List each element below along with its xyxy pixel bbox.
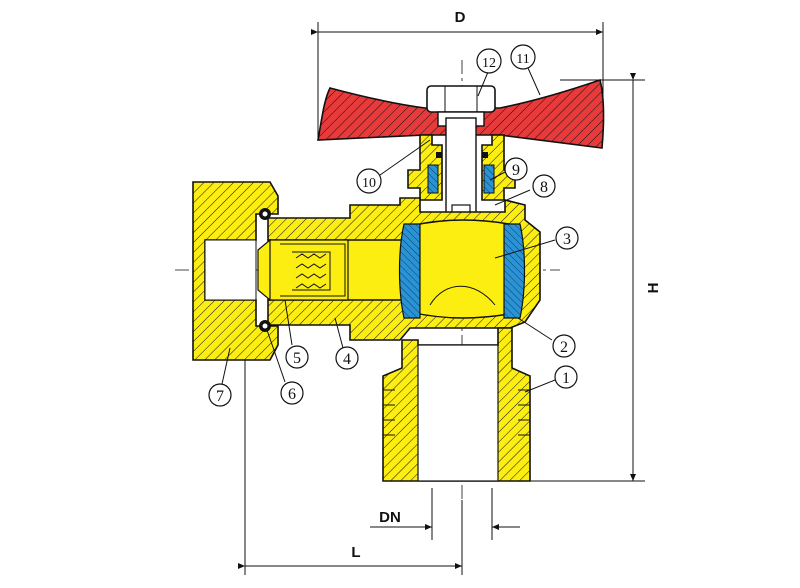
dimension-dn: DN — [370, 488, 520, 540]
callout-3: 3 — [555, 226, 579, 250]
svg-text:10: 10 — [362, 176, 376, 191]
leader-lines — [221, 67, 556, 393]
callout-1: 1 — [554, 365, 578, 389]
svg-text:11: 11 — [516, 52, 529, 67]
callout-7: 7 — [208, 383, 232, 407]
dimension-d-label: D — [455, 9, 466, 26]
dimension-h-label: H — [645, 283, 662, 294]
callout-2: 2 — [552, 334, 576, 358]
check-valve-insert — [257, 238, 349, 302]
dimension-l: L — [238, 345, 463, 575]
svg-text:12: 12 — [482, 56, 496, 71]
svg-text:4: 4 — [343, 351, 351, 368]
svg-text:8: 8 — [540, 179, 548, 196]
svg-text:7: 7 — [216, 388, 224, 405]
callout-4: 4 — [335, 346, 359, 370]
dimension-l-label: L — [351, 544, 360, 561]
svg-text:9: 9 — [512, 162, 520, 179]
callout-10: 10 — [356, 168, 382, 194]
svg-text:6: 6 — [288, 386, 296, 403]
bonnet — [407, 117, 516, 226]
callout-9: 9 — [504, 157, 528, 181]
outlet-connector — [382, 327, 531, 482]
callout-12: 12 — [476, 48, 502, 74]
valve-body — [267, 197, 541, 341]
svg-text:3: 3 — [563, 231, 571, 248]
callout-8: 8 — [532, 174, 556, 198]
callout-11: 11 — [510, 44, 536, 70]
union-nut — [192, 181, 279, 361]
dimension-h: H — [530, 73, 662, 482]
callout-5: 5 — [285, 345, 309, 369]
dimension-dn-label: DN — [379, 509, 401, 526]
svg-text:5: 5 — [293, 350, 301, 367]
callout-6: 6 — [280, 381, 304, 405]
svg-text:1: 1 — [562, 370, 570, 387]
svg-text:2: 2 — [560, 339, 568, 356]
